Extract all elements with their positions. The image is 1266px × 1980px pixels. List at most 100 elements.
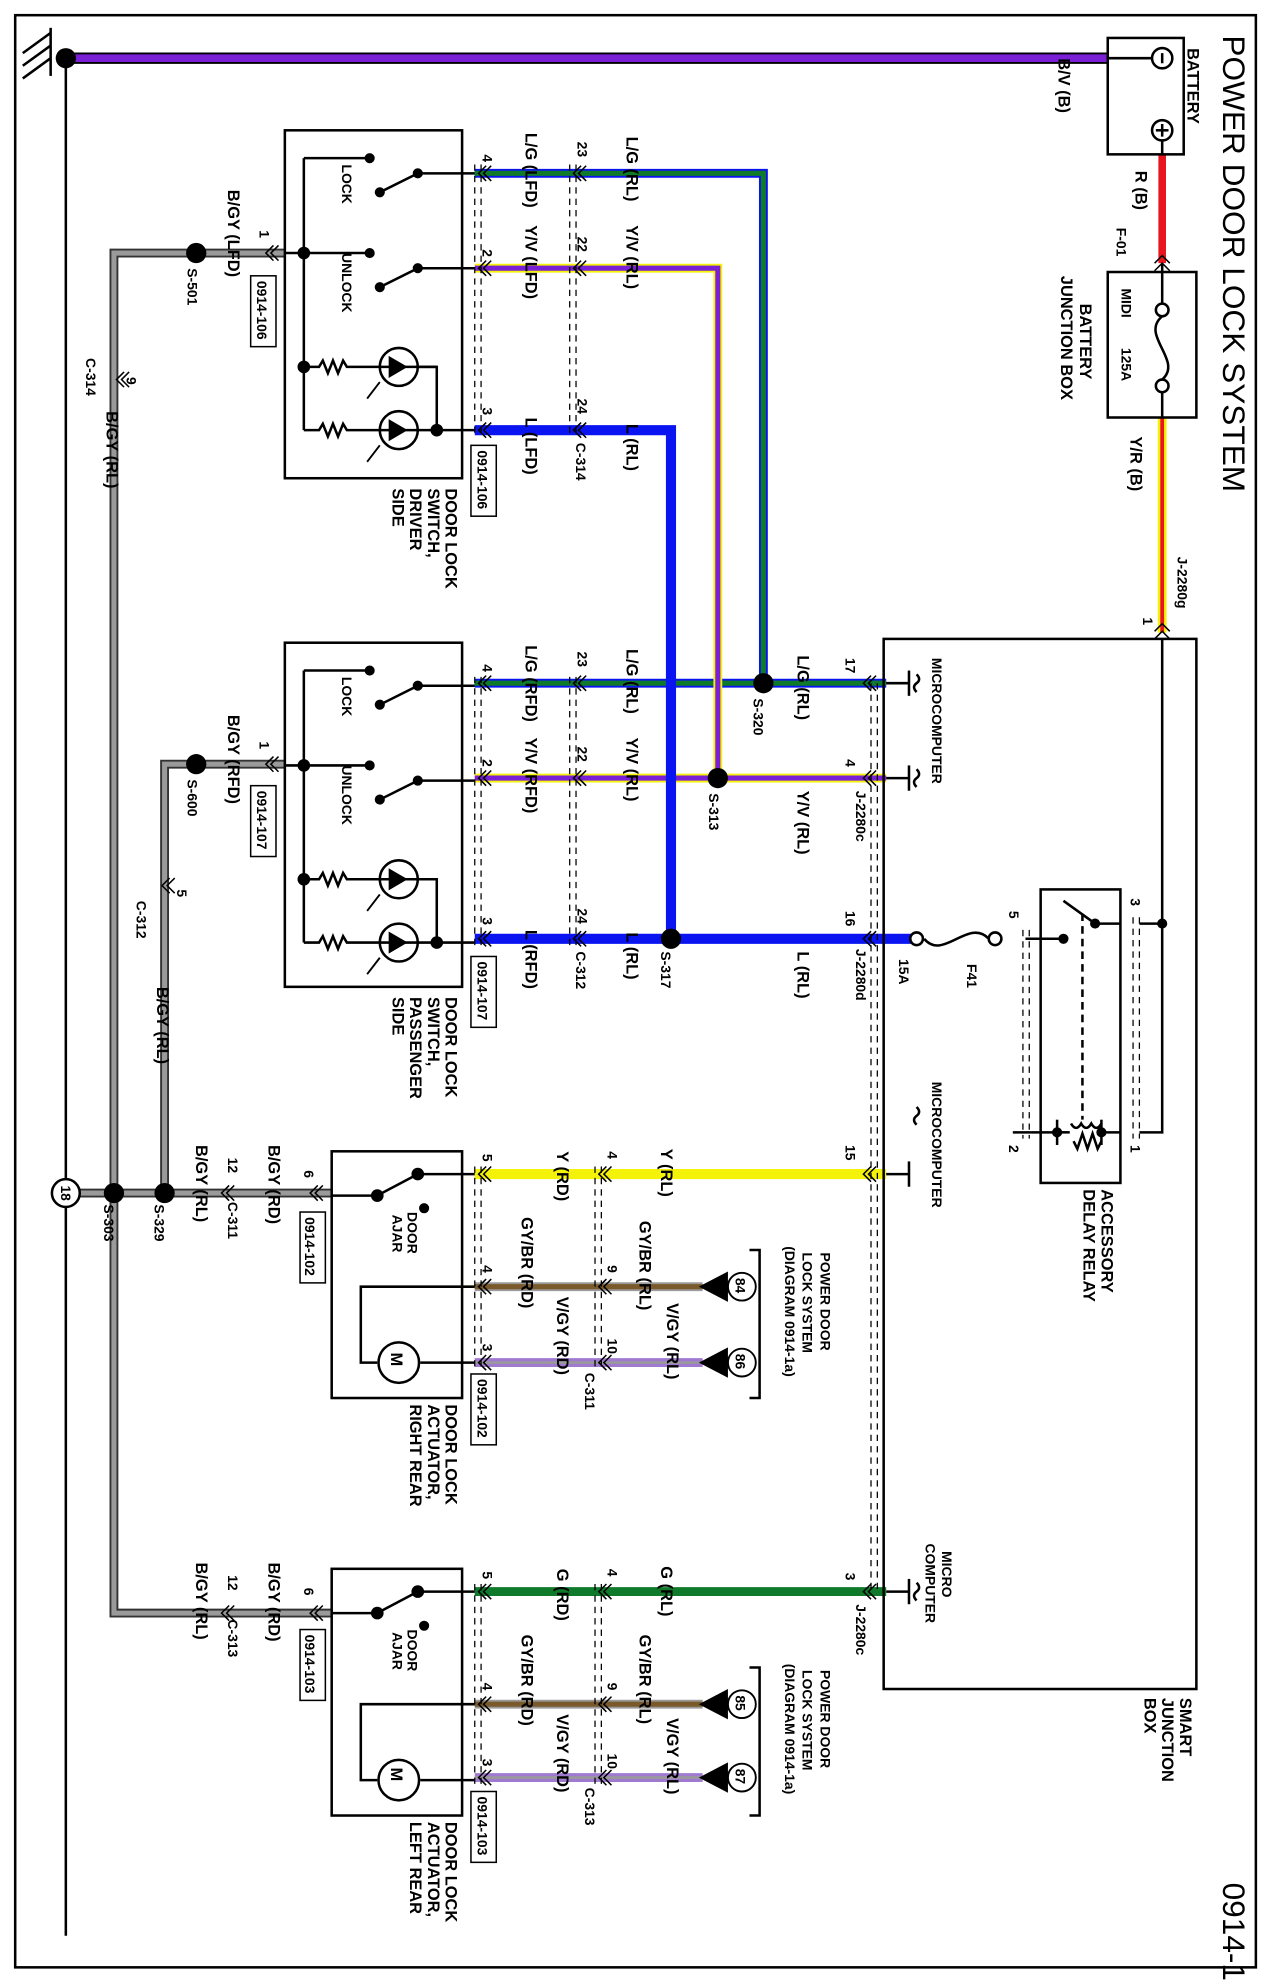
pin-label: 9 (605, 1683, 621, 1691)
xref-circle (727, 1347, 757, 1378)
splice-label: S-600 (184, 779, 200, 816)
pin-label: 10 (605, 1754, 621, 1770)
ref-box[interactable]: 0914-107 (254, 791, 270, 850)
connector-icon (477, 1354, 492, 1371)
ref-box[interactable]: 0914-102 (302, 1217, 318, 1276)
ground-ref-number[interactable]: 18 (58, 1185, 74, 1201)
wire-label: V/GY (RD) (553, 1297, 571, 1375)
pin-label: 5 (479, 1154, 495, 1162)
component-label: DRIVER (406, 488, 424, 550)
connector-label: C-311 (582, 1373, 598, 1410)
pin-label: 3 (479, 1344, 495, 1352)
wire-yv (474, 263, 723, 779)
connector-icon (477, 930, 492, 947)
door-ajar-switch-icon (376, 1172, 419, 1197)
pin-label: 24 (574, 908, 590, 924)
pin-label: 4 (479, 664, 495, 672)
connector-icon (477, 675, 492, 692)
ref-box[interactable]: 0914-107 (474, 962, 490, 1021)
pin-label: 4 (605, 1151, 621, 1159)
pin-label: 2 (1006, 1145, 1022, 1153)
pin-label: 6 (301, 1588, 317, 1596)
component-label: RIGHT REAR (406, 1404, 424, 1506)
battery-junction-box (1106, 270, 1198, 419)
pin-label: 15 (843, 1145, 859, 1161)
wire-label: L (RL) (623, 932, 641, 979)
junction-dot (430, 936, 444, 949)
micro-label: MICRO (939, 1551, 955, 1598)
diode-icon (388, 355, 408, 378)
wire-label: B/V (B) (1054, 58, 1072, 113)
relay-switch-icon (1025, 899, 1121, 1120)
xref-bracket (749, 1666, 761, 1817)
connector-icon (862, 675, 877, 692)
ref-box[interactable]: 0914-102 (474, 1379, 490, 1438)
wire-label: B/GY (RL) (102, 411, 120, 488)
pin-label: 4 (479, 1683, 495, 1691)
pin-label: 2 (479, 249, 495, 257)
wire-label: B/GY (RL) (192, 1562, 210, 1639)
wire-label: Y/V (RL) (623, 225, 641, 289)
xref-number[interactable]: 84 (733, 1278, 749, 1294)
connector-icon (477, 769, 492, 787)
resistor-icon (303, 932, 437, 953)
component-label: ACTUATOR, (424, 1404, 442, 1499)
ref-box[interactable]: 0914-106 (254, 281, 270, 340)
component-label: DOOR LOCK (442, 488, 460, 589)
connector-icon (477, 1165, 492, 1183)
wire-label: Y/V (RL) (623, 738, 641, 802)
fuse-f41-icon (908, 931, 1003, 947)
ref-box-outline (299, 1628, 327, 1702)
connector-icon (477, 165, 492, 182)
wire-label: B/GY (RL) (192, 1145, 210, 1222)
xref-label: LOCK SYSTEM (800, 1670, 816, 1770)
connector-icon (264, 244, 280, 262)
component-label: PASSENGER (406, 997, 424, 1099)
component-label: ACTUATOR, (424, 1822, 442, 1917)
switch-contact (364, 665, 375, 676)
xref-label: POWER DOOR (817, 1670, 833, 1768)
xref-number[interactable]: 85 (733, 1695, 749, 1711)
motor-label: M (387, 1352, 405, 1366)
pin-label: 1 (1140, 617, 1156, 625)
xref-number[interactable]: 87 (733, 1769, 749, 1785)
pin-label: 23 (574, 142, 590, 158)
wire-label: Y (RL) (657, 1149, 675, 1197)
labels: POWER DOOR LOCK SYSTEM 0914-1b BATTERY B… (58, 35, 1252, 1980)
xref-bracket (749, 1248, 761, 1400)
bjb-label: BATTERY (1076, 304, 1094, 380)
connector-icon (597, 1354, 613, 1371)
ref-box-outline (470, 1373, 498, 1446)
connector-icon (477, 1278, 492, 1295)
ref-box[interactable]: 0914-103 (302, 1635, 318, 1694)
micro-label: MICROCOMPUTER (929, 1082, 945, 1208)
wire-label: GY/BR (RD) (518, 1217, 536, 1308)
connector-icon (264, 756, 280, 773)
wire-label: L/G (LFD) (521, 133, 539, 208)
xref-number[interactable]: 86 (733, 1354, 749, 1370)
switch-contact (374, 794, 385, 805)
junction-dot (297, 872, 311, 886)
ref-box[interactable]: 0914-103 (474, 1797, 490, 1856)
ref-box[interactable]: 0914-106 (474, 450, 490, 509)
connector-icon (597, 1583, 613, 1600)
ref-box-outline (299, 1211, 327, 1284)
pin-label: 2 (479, 759, 495, 767)
sjb-label: JUNCTION (1158, 1698, 1176, 1782)
pin-label: 1 (1128, 1145, 1144, 1153)
wire-bgy (162, 761, 285, 1194)
wire-label: V/GY (RL) (663, 1718, 681, 1794)
component-label: LEFT REAR (406, 1822, 424, 1914)
arrow-icon (698, 1271, 728, 1302)
battery-label: BATTERY (1184, 48, 1202, 124)
connector-label: F-01 (1114, 228, 1130, 257)
switch-arm-icon (379, 267, 419, 289)
connector-icon (862, 1165, 877, 1183)
wire-label: R (B) (1132, 171, 1150, 210)
resistor-icon (303, 420, 437, 440)
diode-icon (388, 868, 408, 891)
xref-circle (727, 1762, 757, 1793)
connector-icon (572, 675, 587, 692)
wire-label: GY/BR (RL) (635, 1635, 653, 1724)
relay-label: ACCESSORY (1097, 1189, 1115, 1293)
